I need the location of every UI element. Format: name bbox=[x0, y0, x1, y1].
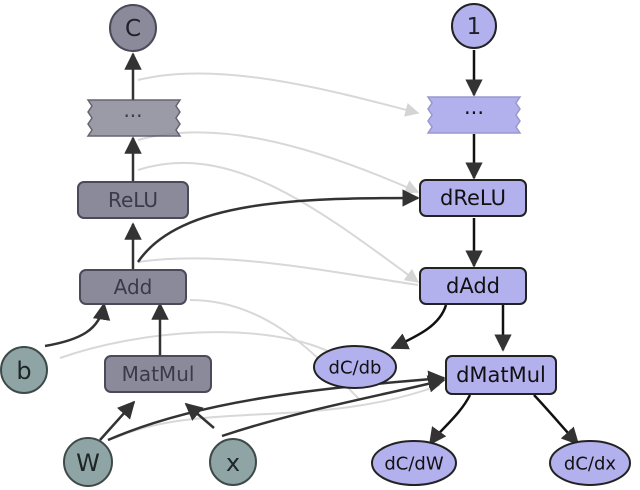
relu-node: ReLU bbox=[77, 181, 189, 219]
edge-b-light bbox=[59, 331, 331, 359]
dcdx-label: dC/dx bbox=[564, 454, 616, 475]
backward-ellipsis-label: ··· bbox=[464, 101, 484, 125]
drelu-node: dReLU bbox=[419, 179, 527, 217]
backward-nodes: 1 ··· dReLU dAdd dMatMul dC/db dC/dW dC bbox=[313, 3, 631, 486]
dmatmul-node: dMatMul bbox=[445, 355, 557, 395]
edge-w-light bbox=[114, 384, 441, 439]
weight-label: W bbox=[76, 449, 100, 477]
edge-add-to-drelu bbox=[136, 189, 420, 263]
dcdx-node: dC/dx bbox=[549, 440, 631, 486]
edge-add-light bbox=[137, 257, 419, 286]
output-node-label: C bbox=[125, 16, 141, 42]
edge-dadd-to-dcdb bbox=[390, 304, 448, 350]
dadd-label: dAdd bbox=[446, 274, 500, 298]
forward-ellipsis-label: ··· bbox=[123, 104, 142, 128]
backward-ellipsis-node: ··· bbox=[426, 96, 522, 134]
backward-edges bbox=[390, 50, 580, 446]
matmul-label: MatMul bbox=[122, 362, 195, 386]
edge-dmatmul-to-dcdw bbox=[428, 394, 472, 446]
input-node-x: x bbox=[209, 438, 257, 486]
dadd-node: dAdd bbox=[419, 267, 527, 305]
weight-node-w: W bbox=[63, 437, 113, 487]
dcdw-node: dC/dW bbox=[371, 440, 457, 486]
seed-node-one: 1 bbox=[451, 3, 497, 49]
seed-label: 1 bbox=[467, 14, 482, 40]
dmatmul-label: dMatMul bbox=[456, 363, 546, 387]
relu-label: ReLU bbox=[108, 188, 158, 212]
matmul-node: MatMul bbox=[104, 355, 212, 393]
add-node: Add bbox=[79, 269, 187, 305]
dcdb-node: dC/db bbox=[313, 345, 397, 389]
edge-dmatmul-to-dcdx bbox=[533, 394, 580, 446]
dcdw-label: dC/dW bbox=[384, 454, 443, 475]
bias-label: b bbox=[16, 357, 31, 385]
forward-nodes: C ··· ReLU Add MatMul b W x bbox=[0, 4, 257, 487]
input-label: x bbox=[226, 449, 240, 477]
edge-x-to-dmatmul bbox=[221, 375, 446, 438]
edge-w-to-matmul bbox=[99, 400, 136, 441]
edge-ellipsis-top-light bbox=[137, 72, 420, 117]
bias-node-b: b bbox=[0, 346, 48, 394]
edge-w-to-dmatmul bbox=[107, 370, 446, 442]
edge-b-to-add bbox=[44, 302, 111, 348]
output-node-c: C bbox=[109, 4, 157, 52]
forward-ellipsis-node: ··· bbox=[86, 99, 182, 137]
forward-edges bbox=[44, 52, 446, 442]
add-label: Add bbox=[114, 275, 153, 299]
edge-x-to-matmul bbox=[184, 402, 215, 429]
dcdb-label: dC/db bbox=[329, 358, 382, 379]
drelu-label: dReLU bbox=[440, 186, 506, 210]
edge-relu-light bbox=[137, 161, 420, 283]
